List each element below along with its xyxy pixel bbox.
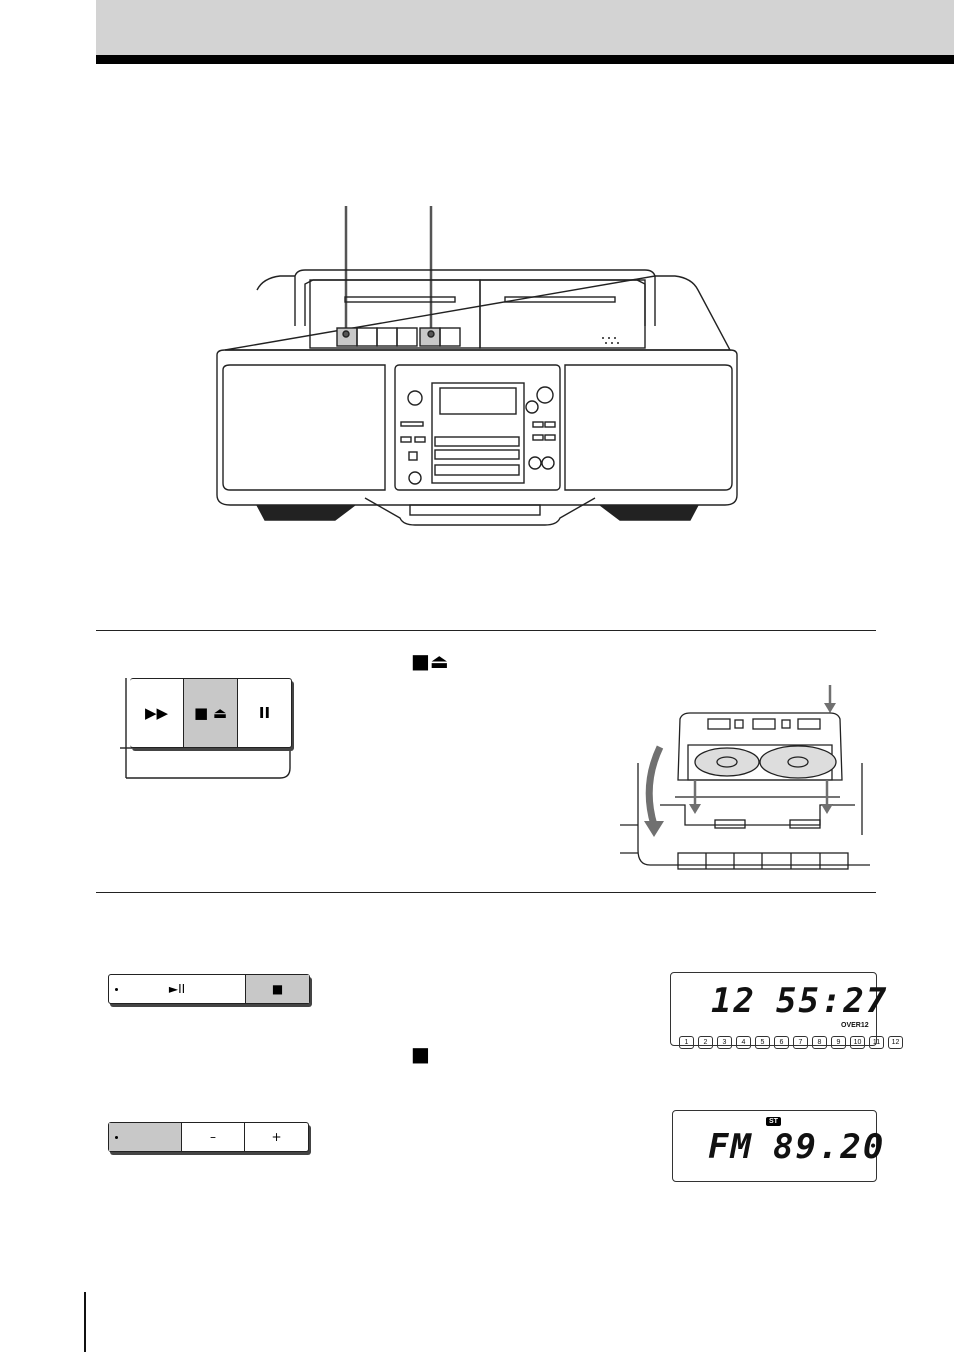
stop-eject-icon: ■ ⏏ — [193, 704, 228, 722]
stereo-badge: ST — [766, 1117, 781, 1126]
plus-icon: + — [271, 1130, 282, 1144]
track-indicator: 9 — [831, 1036, 846, 1049]
tuner-display: ST FM 89.20 — [672, 1110, 883, 1182]
cassette-button-panel: ▶▶ ■ ⏏ II — [120, 678, 293, 780]
cassette-insert-illustration — [620, 685, 870, 870]
cd-button-panel: ►II ■ — [108, 974, 310, 1004]
track-indicator: 10 — [850, 1036, 865, 1049]
track-indicator: 1 — [679, 1036, 694, 1049]
track-indicator: 7 — [793, 1036, 808, 1049]
boombox-illustration — [216, 206, 738, 526]
playing-time: 55:27 — [776, 981, 889, 1021]
track-indicator: 12 — [888, 1036, 903, 1049]
track-indicator: 11 — [869, 1036, 884, 1049]
fast-forward-button[interactable]: ▶▶ — [130, 679, 184, 747]
cd-stop-button[interactable]: ■ — [246, 975, 309, 1003]
frequency-readout: 89.20 — [773, 1127, 886, 1167]
track-indicator: 2 — [698, 1036, 713, 1049]
over-label: OVER12 — [841, 1022, 869, 1029]
stop-eject-button[interactable]: ■ ⏏ — [184, 679, 238, 747]
band-label: FM — [708, 1127, 753, 1167]
tuner-button-panel: – + — [108, 1122, 309, 1152]
pause-icon: II — [258, 704, 271, 722]
stop-symbol: ■ — [411, 1042, 430, 1066]
page-edge-line — [84, 1292, 86, 1352]
section-rule-2 — [96, 892, 876, 893]
play-pause-icon: ►II — [168, 982, 186, 996]
tuner-preset-button[interactable] — [109, 1123, 182, 1151]
track-number: 12 — [711, 981, 756, 1021]
track-indicator: 4 — [736, 1036, 751, 1049]
track-indicator: 3 — [717, 1036, 732, 1049]
tune-minus-button[interactable]: – — [182, 1123, 245, 1151]
track-indicator: 5 — [755, 1036, 770, 1049]
tune-plus-button[interactable]: + — [245, 1123, 308, 1151]
track-indicator: 6 — [774, 1036, 789, 1049]
minus-icon: – — [210, 1130, 216, 1144]
stop-eject-symbol: ■⏏ — [411, 649, 449, 673]
header-band — [96, 0, 954, 55]
section-rule-1 — [96, 630, 876, 631]
track-indicator: 8 — [812, 1036, 827, 1049]
indicator-dot — [115, 988, 118, 991]
header-rule — [96, 55, 954, 64]
indicator-dot — [115, 1136, 118, 1139]
fast-forward-icon: ▶▶ — [144, 704, 169, 722]
play-pause-button[interactable]: ►II — [109, 975, 246, 1003]
stop-icon: ■ — [271, 982, 284, 996]
pause-button[interactable]: II — [238, 679, 291, 747]
